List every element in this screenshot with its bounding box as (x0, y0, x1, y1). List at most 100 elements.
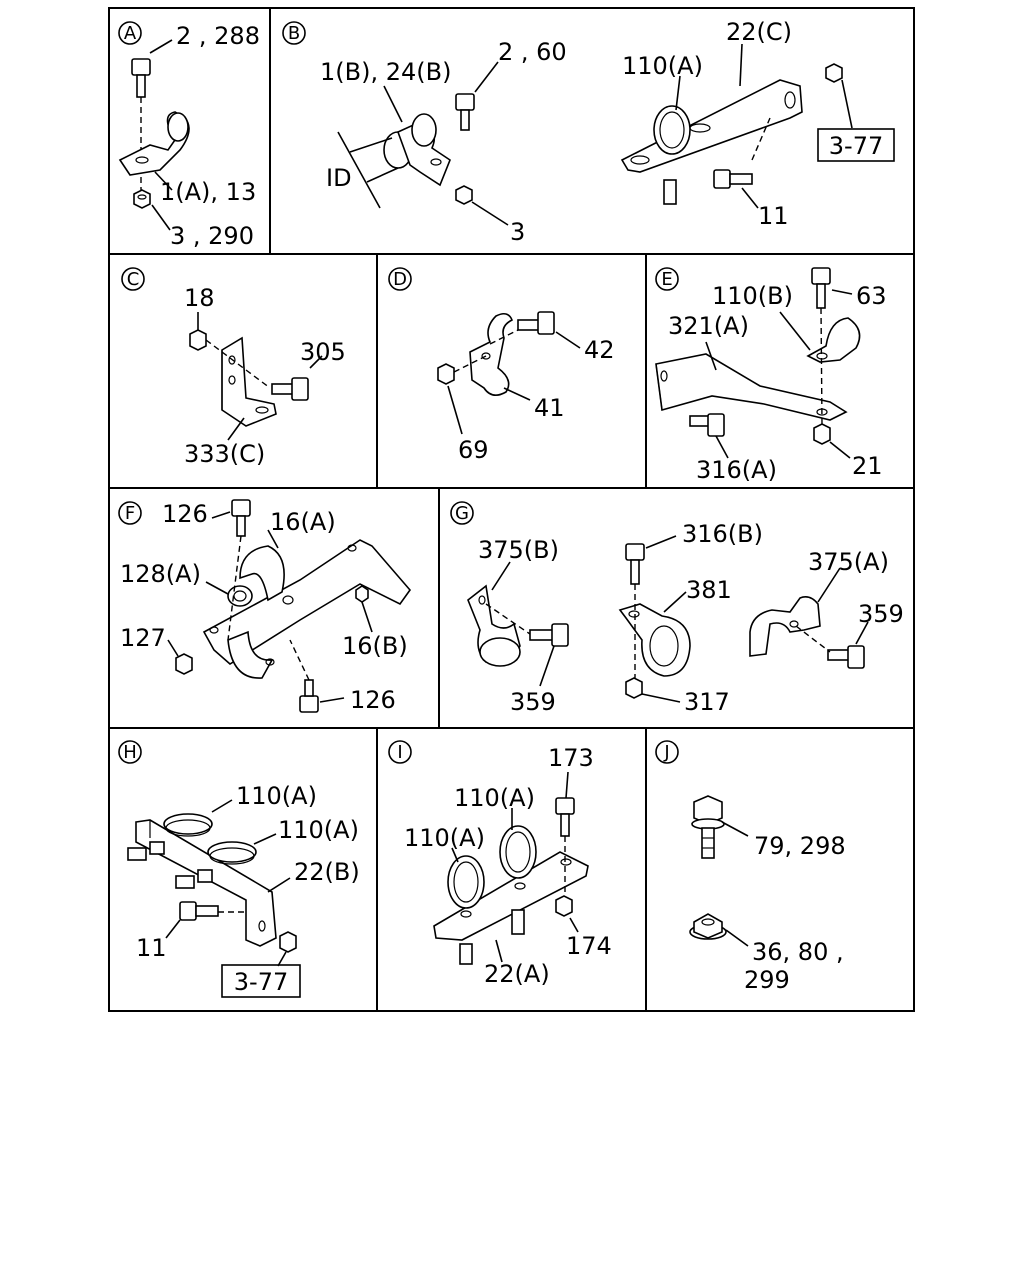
bolt-icon (179, 901, 219, 921)
flange-nut-icon (689, 913, 727, 940)
label-band: 110(A) (622, 52, 703, 80)
panel-a-id-badge: A (118, 21, 142, 45)
diagram-frame (108, 7, 915, 1012)
bracket-icon (135, 819, 277, 947)
panel-f: F (118, 499, 412, 714)
label-bolt: 173 (548, 744, 594, 772)
bolt-icon (827, 645, 865, 669)
label-bracket: 321(A) (668, 312, 749, 340)
label-bolt2: 316(A) (696, 456, 777, 484)
bracket-icon (433, 851, 589, 941)
label-clampA: 375(A) (808, 548, 889, 576)
band-clamp-icon (499, 825, 537, 935)
panel-e-id-badge: E (655, 267, 679, 291)
panel-b: B ID 1(B), 24(B) 2 , 60 3 (282, 18, 895, 246)
svg-text:E: E (661, 269, 672, 290)
label-bolt: 11 (136, 934, 167, 962)
label-nut: 317 (684, 688, 730, 716)
label-bolt: 126 (162, 500, 208, 528)
panel-j-id-badge: J (655, 740, 679, 764)
nut-icon (189, 329, 207, 351)
clamp-icon (806, 317, 861, 363)
label-clamp: 381 (686, 576, 732, 604)
bolt-icon (811, 267, 831, 309)
label-nut: 69 (458, 436, 489, 464)
label-nut: 21 (852, 452, 883, 480)
label-clip: 41 (534, 394, 565, 422)
label-bolt: 305 (300, 338, 346, 366)
panel-f-id-badge: F (118, 501, 142, 525)
label-nut: 174 (566, 932, 612, 960)
label-nut: 3 , 290 (170, 222, 254, 250)
svg-text:B: B (288, 23, 300, 44)
svg-text:H: H (123, 742, 137, 763)
nut-icon (825, 63, 843, 83)
panel-c-id-badge: C (121, 267, 145, 291)
bolt-icon (517, 311, 555, 335)
svg-text:I: I (397, 742, 402, 763)
label-nut: 18 (184, 284, 215, 312)
label-bolt2: 126 (350, 686, 396, 714)
nut-icon (175, 653, 193, 675)
label-bolt: 42 (584, 336, 615, 364)
label-bolt: 2 , 288 (176, 22, 260, 50)
label-band1: 110(A) (236, 782, 317, 810)
panel-j: J 79, 298 36, 80 , 299 (655, 740, 846, 994)
label-nut: 3 (510, 218, 525, 246)
band-clamp-icon (127, 813, 213, 861)
clamp-icon (118, 111, 190, 176)
clamp-icon (467, 584, 521, 667)
label-band2: 110(A) (278, 816, 359, 844)
label-dim: ID (326, 164, 352, 192)
ref-page-label: 3-77 (829, 132, 883, 160)
label-bracket: 22(C) (726, 18, 792, 46)
band-clamp-icon (447, 855, 485, 965)
ref-box (817, 128, 895, 162)
label-bracketA: 16(A) (270, 508, 336, 536)
panel-i-id-badge: I (388, 740, 412, 764)
nut-icon (355, 585, 369, 603)
label-clamp: 110(B) (712, 282, 793, 310)
panel-i: I 173 110(A) (388, 740, 612, 988)
bolt-icon (455, 93, 475, 131)
panel-d-id-badge: D (388, 267, 412, 291)
label-nut-line2: 299 (744, 966, 790, 994)
svg-text:G: G (455, 503, 469, 524)
bolt-icon (555, 797, 575, 837)
label-bolt: 2 , 60 (498, 38, 567, 66)
panel-e: E 110(B) 63 321(A) 316 (655, 267, 887, 484)
bracket-icon (655, 353, 848, 421)
svg-text:J: J (663, 742, 669, 763)
nut-icon (625, 677, 643, 699)
panel-g-id-badge: G (450, 501, 474, 525)
flange-bolt-icon (691, 795, 725, 859)
bracket-icon (620, 79, 803, 173)
band-clamp-icon (653, 105, 691, 205)
label-bolt: 316(B) (682, 520, 763, 548)
nut-icon (133, 189, 151, 209)
nut-icon (455, 185, 473, 205)
ref-box (221, 964, 301, 998)
label-bracketB: 16(B) (342, 632, 408, 660)
label-nut: 127 (120, 624, 166, 652)
label-clamp: 1(B), 24(B) (320, 58, 451, 86)
label-bracket: 22(B) (294, 858, 360, 886)
bolt-icon (689, 413, 725, 437)
panel-c: C 18 305 333(C) (121, 267, 346, 468)
bolt-icon (713, 169, 753, 189)
label-boltA: 359 (858, 600, 904, 628)
panel-h-id-badge: H (118, 740, 142, 764)
label-bracket: 22(A) (484, 960, 550, 988)
svg-text:F: F (125, 503, 135, 524)
bolt-icon (231, 499, 251, 537)
panel-b-id-badge: B (282, 21, 306, 45)
label-clamp: 1(A), 13 (160, 178, 256, 206)
bolt-icon (271, 377, 309, 401)
bracket-icon (202, 539, 412, 679)
label-band1: 110(A) (454, 784, 535, 812)
clamp-icon (618, 603, 691, 677)
panel-g: G 375(B) 359 (450, 501, 904, 716)
label-nut-line1: 36, 80 , (752, 938, 844, 966)
band-clamp-icon (175, 841, 257, 889)
